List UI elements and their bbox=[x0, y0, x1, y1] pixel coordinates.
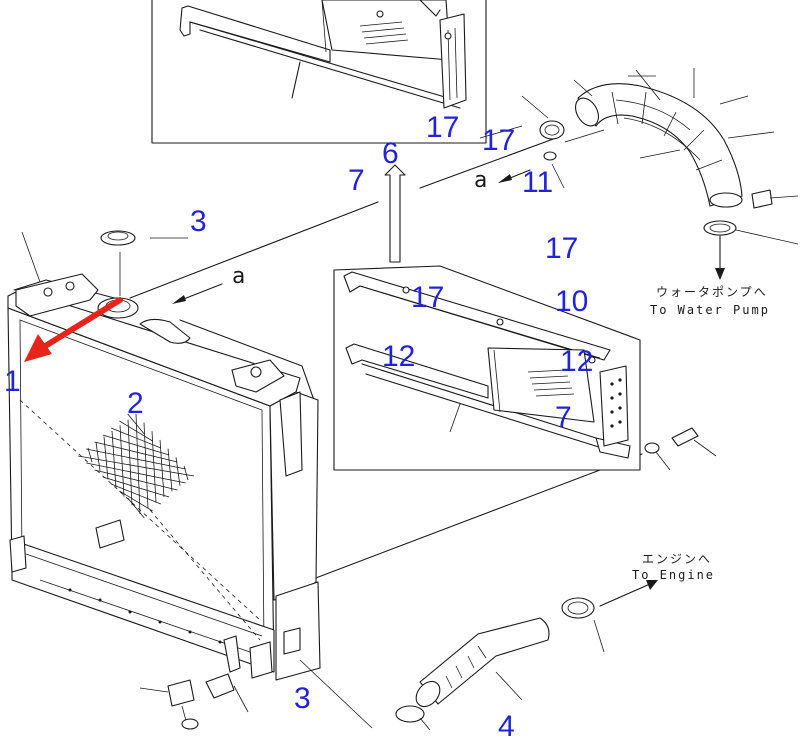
arrow-label-a-upper: a bbox=[474, 168, 490, 193]
mesh-line bbox=[77, 455, 195, 477]
drain-fittings bbox=[139, 635, 249, 730]
callout-11: 11 bbox=[522, 166, 554, 199]
mesh-line bbox=[175, 457, 181, 486]
mesh-line bbox=[103, 436, 109, 480]
radiator-body bbox=[7, 230, 321, 681]
arrow-label-a-lower: a bbox=[232, 264, 248, 289]
water-pump-label-jp: ウォータポンプへ bbox=[656, 285, 768, 299]
engine-label-en: To Engine bbox=[632, 568, 716, 582]
top-detail-inset bbox=[151, 0, 487, 144]
mesh-line bbox=[94, 441, 178, 463]
mesh-line bbox=[183, 465, 189, 481]
red-pointer-arrow bbox=[24, 297, 123, 362]
middle-detail-inset bbox=[333, 265, 641, 471]
radiator-core-mesh bbox=[77, 413, 195, 519]
mesh-line bbox=[127, 497, 145, 519]
hose-clamps-11 bbox=[521, 95, 565, 189]
middle-inset-fins bbox=[527, 369, 575, 397]
callout-7-left: 7 bbox=[348, 164, 365, 197]
leader-lines bbox=[119, 125, 643, 585]
mesh-line bbox=[167, 448, 173, 492]
callout-17-top: 17 bbox=[426, 111, 460, 144]
bottom-bolt-dots bbox=[68, 588, 222, 644]
callout-6: 6 bbox=[382, 137, 399, 170]
callout-17-mid: 17 bbox=[545, 232, 579, 265]
mesh-line bbox=[111, 430, 117, 489]
lower-hose-assembly bbox=[299, 580, 658, 731]
callout-4: 4 bbox=[498, 710, 515, 743]
callout-17-upper: 17 bbox=[482, 124, 516, 157]
mesh-line bbox=[86, 448, 186, 470]
middle-inset-column-dots bbox=[610, 378, 622, 428]
mesh-line bbox=[102, 434, 170, 456]
mesh-line bbox=[87, 447, 93, 463]
callout-10: 10 bbox=[555, 285, 589, 318]
callout-12-left: 12 bbox=[382, 340, 416, 373]
mesh-line bbox=[86, 462, 186, 484]
callout-3-bottom: 3 bbox=[294, 682, 311, 715]
callout-2: 2 bbox=[127, 387, 144, 420]
mesh-line bbox=[119, 490, 153, 512]
mesh-line bbox=[143, 422, 149, 509]
callout-7-detail: 7 bbox=[555, 401, 572, 434]
callout-12-right: 12 bbox=[560, 345, 594, 378]
top-inset-fins bbox=[359, 21, 409, 45]
water-pump-label-en: To Water Pump bbox=[650, 303, 770, 317]
upper-hose-assembly bbox=[573, 68, 799, 280]
mesh-line bbox=[119, 420, 153, 442]
mounting-bolts bbox=[644, 427, 717, 471]
mesh-line bbox=[127, 419, 133, 506]
callout-1: 1 bbox=[4, 365, 21, 398]
callout-3-top: 3 bbox=[190, 205, 207, 238]
direction-arrows bbox=[172, 169, 531, 304]
mesh-line bbox=[102, 476, 170, 498]
engine-label-jp: エンジンへ bbox=[642, 552, 713, 566]
callout-17-detail: 17 bbox=[411, 281, 445, 314]
mesh-line bbox=[151, 431, 157, 503]
rod-part-6 bbox=[384, 164, 406, 263]
mesh-line bbox=[135, 413, 141, 515]
mesh-line bbox=[119, 425, 125, 497]
mesh-line bbox=[159, 439, 165, 498]
mesh-line bbox=[110, 483, 162, 505]
